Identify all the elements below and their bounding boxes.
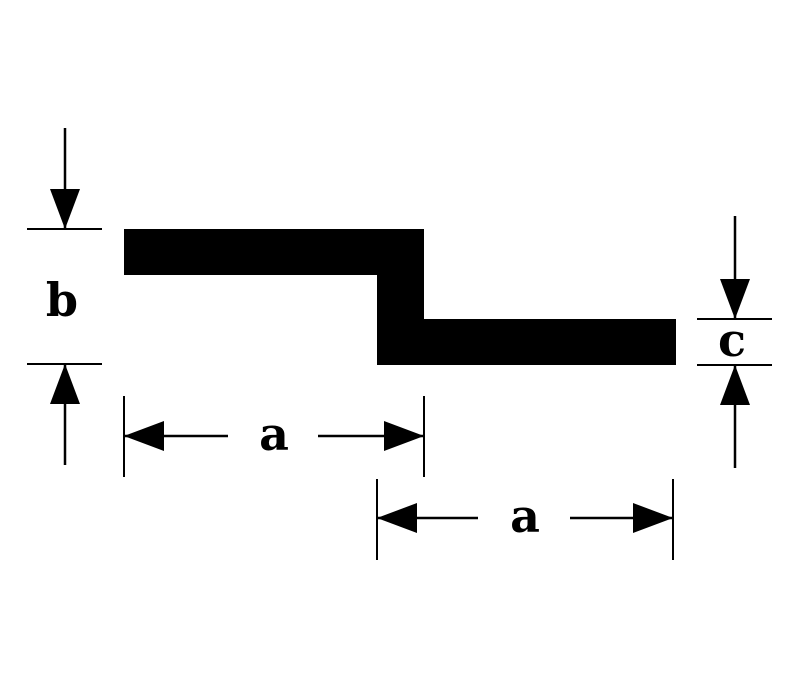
label-a-lower: a — [510, 489, 540, 543]
label-c: c — [718, 313, 746, 367]
label-a-upper: a — [259, 407, 289, 461]
z-profile-shape — [124, 229, 676, 365]
dimension-b: b — [27, 128, 102, 465]
dimension-c: c — [697, 216, 772, 468]
dimension-a-upper: a — [123, 396, 425, 477]
dimension-a-lower: a — [376, 479, 674, 560]
label-b: b — [46, 273, 78, 327]
